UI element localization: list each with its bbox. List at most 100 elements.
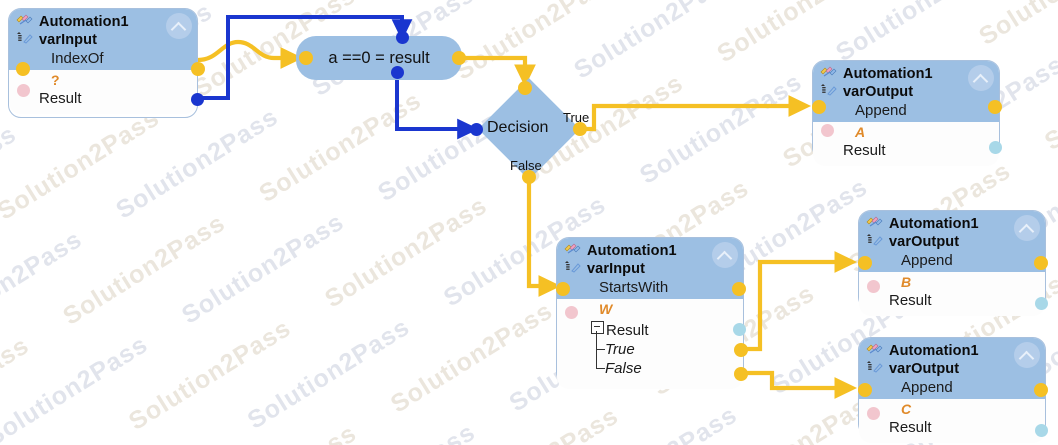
tree-false-label: False (605, 360, 642, 377)
port-param-in[interactable] (867, 407, 880, 420)
node-param-name: B (901, 274, 912, 290)
port-true-out[interactable] (734, 343, 748, 357)
node-title: Automation1 (39, 14, 129, 30)
node-title: Automation1 (843, 66, 933, 82)
tree-result-label: Result (606, 322, 649, 339)
wire-startswith-false-to-output-c (742, 370, 858, 399)
port-expression-flow-in[interactable] (396, 31, 409, 44)
wire-decision-false-to-startswith (526, 178, 562, 297)
node-method-label: Append (855, 102, 907, 119)
node-var-output-c[interactable]: Automation1 varOutput Append C Result (858, 337, 1048, 443)
result-tree: Result True False (591, 321, 649, 378)
chevron-up-icon[interactable] (1014, 215, 1040, 241)
expression-text: a ==0 = result (328, 48, 430, 67)
node-result-label: Result (889, 292, 932, 309)
node-var-output-a[interactable]: Automation1 varOutput Append A Result (812, 60, 1002, 166)
port-method-in[interactable] (16, 62, 30, 76)
node-header: Automation1 varOutput Append (859, 211, 1045, 272)
node-method-label: Append (901, 379, 953, 396)
node-header: Automation1 varOutput Append (859, 338, 1045, 399)
port-decision-in-top[interactable] (518, 81, 532, 95)
port-param-in[interactable] (821, 124, 834, 137)
node-param-name: C (901, 401, 912, 417)
node-param-name: W (599, 301, 613, 317)
ruler-pencil-icon (820, 83, 837, 98)
wire-startswith-true-to-output-b (742, 251, 858, 352)
port-decision-flow-in[interactable] (470, 123, 483, 136)
port-method-out[interactable] (988, 100, 1002, 114)
ruler-pencil-icon (866, 233, 883, 248)
node-result-label: Result (843, 142, 886, 159)
port-expression-flow-out[interactable] (391, 66, 404, 79)
node-subtitle: varOutput (843, 84, 914, 100)
node-var-output-b[interactable]: Automation1 varOutput Append B Result (858, 210, 1048, 316)
node-decision[interactable]: Decision (478, 78, 580, 180)
tree-row-true[interactable]: True (591, 331, 649, 359)
port-result-out[interactable] (733, 323, 746, 336)
node-subtitle: varInput (39, 32, 97, 48)
palette-icon (866, 216, 883, 231)
node-subtitle: varOutput (889, 361, 960, 377)
palette-icon (16, 14, 33, 29)
node-body: ? Result (9, 70, 197, 114)
port-decision-false-out[interactable] (522, 170, 536, 184)
port-expression-out[interactable] (452, 51, 466, 65)
collapse-expander-icon[interactable] (591, 321, 604, 334)
node-subtitle: varOutput (889, 234, 960, 250)
node-var-input-startswith[interactable]: Automation1 varInput StartsWith W Result… (556, 237, 748, 389)
port-method-out[interactable] (1034, 383, 1048, 397)
node-body: B Result (859, 272, 1045, 316)
port-method-out[interactable] (732, 282, 746, 296)
wire-indexof-to-expression (197, 39, 304, 69)
port-method-out[interactable] (1034, 256, 1048, 270)
port-method-in[interactable] (858, 256, 872, 270)
port-method-out[interactable] (191, 62, 205, 76)
port-result-out[interactable] (191, 93, 204, 106)
decision-label: Decision (487, 119, 549, 136)
node-title: Automation1 (889, 343, 979, 359)
node-method-label: StartsWith (599, 279, 669, 296)
port-decision-true-out[interactable] (573, 122, 587, 136)
node-header: Automation1 varInput IndexOf (9, 9, 197, 70)
chevron-up-icon[interactable] (968, 65, 994, 91)
port-expression-in[interactable] (299, 51, 313, 65)
decision-true-label: True (563, 110, 590, 125)
node-title: Automation1 (889, 216, 979, 232)
chevron-up-icon[interactable] (1014, 342, 1040, 368)
port-param-in[interactable] (867, 280, 880, 293)
chevron-up-icon[interactable] (166, 13, 192, 39)
port-result-out[interactable] (1035, 424, 1048, 437)
tree-row-result[interactable]: Result (591, 321, 649, 340)
node-expression[interactable]: a ==0 = result (296, 36, 462, 80)
decision-false-label: False (510, 158, 542, 173)
node-body: A Result (813, 122, 999, 166)
ruler-pencil-icon (16, 31, 33, 46)
node-var-input-indexof[interactable]: Automation1 varInput IndexOf ? Result (8, 8, 205, 118)
port-result-out[interactable] (1035, 297, 1048, 310)
port-method-in[interactable] (858, 383, 872, 397)
port-param-in[interactable] (565, 306, 578, 319)
node-subtitle: varInput (587, 261, 645, 277)
port-param-in[interactable] (17, 84, 30, 97)
wire-decision-true-to-output-a (583, 95, 812, 132)
node-result-label: Result (889, 419, 932, 436)
palette-icon (820, 66, 837, 81)
node-body: C Result (859, 399, 1045, 443)
tree-row-false[interactable]: False (591, 350, 649, 378)
port-false-out[interactable] (734, 367, 748, 381)
node-body: W Result True False (557, 299, 743, 389)
node-param-name: A (855, 124, 866, 140)
node-result-label: Result (39, 90, 82, 107)
node-method-label: IndexOf (51, 50, 104, 67)
port-method-in[interactable] (556, 282, 570, 296)
port-result-out[interactable] (989, 141, 1002, 154)
palette-icon (866, 343, 883, 358)
wire-expression-to-decision-left (395, 74, 479, 140)
node-param-name: ? (51, 72, 60, 88)
port-method-in[interactable] (812, 100, 826, 114)
node-title: Automation1 (587, 243, 677, 259)
ruler-pencil-icon (866, 360, 883, 375)
tree-true-label: True (605, 341, 635, 358)
chevron-up-icon[interactable] (712, 242, 738, 268)
